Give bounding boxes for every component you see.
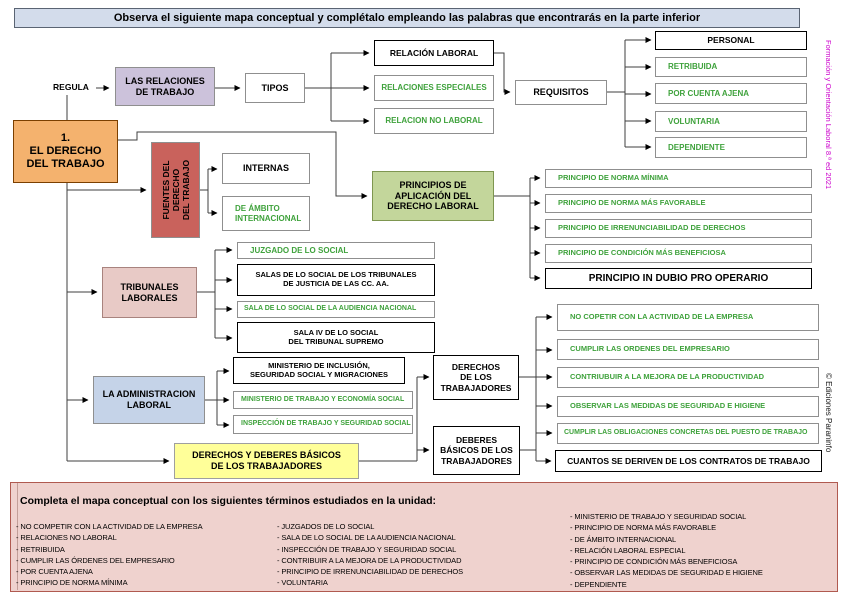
node-fuentes-label: FUENTES DEL DERECHO DEL TRABAJO xyxy=(160,159,191,221)
node-principio-norma-mas-favorable: PRINCIPIO DE NORMA MÁS FAVORABLE xyxy=(545,194,812,213)
term: - DEPENDIENTE xyxy=(570,579,627,589)
node-voluntaria: VOLUNTARIA xyxy=(655,111,807,132)
panel-divider-line xyxy=(17,483,18,590)
term: - VOLUNTARIA xyxy=(277,578,328,588)
term: - POR CUENTA AJENA xyxy=(16,567,93,577)
node-internas: INTERNAS xyxy=(222,153,310,184)
node-deberes-basicos-trabajadores: DEBERES BÁSICOS DE LOS TRABAJADORES xyxy=(433,426,520,475)
node-administracion-laboral: LA ADMINISTRACION LABORAL xyxy=(93,376,205,424)
term: - PRINCIPIO DE IRRENUNCIABILIDAD DE DERE… xyxy=(277,567,464,577)
word-bank-title: Completa el mapa conceptual con los sigu… xyxy=(20,495,437,507)
node-cumplir-obligaciones-puesto: CUMPLIR LAS OBLIGACIONES CONCRETAS DEL P… xyxy=(557,423,819,444)
node-salas-tribunales-ccaa: SALAS DE LO SOCIAL DE LOS TRIBUNALES DE … xyxy=(237,264,435,296)
term: - PRINCIPIO DE NORMA MÍNIMA xyxy=(16,578,128,588)
node-principio-in-dubio-pro-operario: PRINCIPIO IN DUBIO PRO OPERARIO xyxy=(545,268,812,289)
node-ministerio-trabajo-economia: MINISTERIO DE TRABAJO Y ECONOMÍA SOCIAL xyxy=(233,391,413,409)
node-cuantos-se-deriven: CUANTOS SE DERIVEN DE LOS CONTRATOS DE T… xyxy=(555,450,822,472)
node-contribuir-productividad: CONTRIUBUIR A LA MEJORA DE LA PRODUCTIVI… xyxy=(557,367,819,388)
node-sala-audiencia-nacional: SALA DE LO SOCIAL DE LA AUDIENCIA NACION… xyxy=(237,301,435,318)
word-bank-column-2: - JUZGADOS DE LO SOCIAL - SALA DE LO SOC… xyxy=(277,521,463,589)
node-principio-irrenunciabilidad: PRINCIPIO DE IRRENUNCIABILIDAD DE DERECH… xyxy=(545,219,812,238)
node-retribuida: RETRIBUIDA xyxy=(655,57,807,77)
term: - CUMPLIR LAS ÓRDENES DEL EMPRESARIO xyxy=(16,555,175,565)
node-fuentes-del-derecho: FUENTES DEL DERECHO DEL TRABAJO xyxy=(151,142,200,238)
node-derechos-y-deberes-basicos: DERECHOS Y DEBERES BÁSICOS DE LOS TRABAJ… xyxy=(174,443,359,479)
node-tipos: TIPOS xyxy=(245,73,305,103)
publisher-vertical-text: © Ediciones Paraninfo xyxy=(824,373,833,453)
term: - RETRIBUIDA xyxy=(16,544,65,554)
node-las-relaciones-de-trabajo: LAS RELACIONES DE TRABAJO xyxy=(115,67,215,106)
term: - INSPECCIÓN DE TRABAJO Y SEGURIDAD SOCI… xyxy=(277,544,457,554)
node-requisitos: REQUISITOS xyxy=(515,80,607,105)
node-relaciones-especiales: RELACIONES ESPECIALES xyxy=(374,75,494,101)
term: - OBSERVAR LAS MEDIDAS DE SEGURIDAD E HI… xyxy=(570,568,763,578)
term: - CONTRIBUIR A LA MEJORA DE LA PRODUCTIV… xyxy=(277,555,462,565)
node-principios-de-aplicacion: PRINCIPIOS DE APLICACIÓN DEL DERECHO LAB… xyxy=(372,171,494,221)
node-principio-condicion-beneficiosa: PRINCIPIO DE CONDICIÓN MÁS BENEFICIOSA xyxy=(545,244,812,263)
term: - NO COMPETIR CON LA ACTIVIDAD DE LA EMP… xyxy=(16,522,203,531)
node-el-derecho-del-trabajo: 1. EL DERECHO DEL TRABAJO xyxy=(13,120,118,183)
instruction-banner: Observa el siguiente mapa conceptual y c… xyxy=(14,8,800,28)
node-principio-norma-minima: PRINCIPIO DE NORMA MÍNIMA xyxy=(545,169,812,188)
term: - RELACIONES NO LABORAL xyxy=(16,533,117,543)
node-no-competir-actividad: NO COPETIR CON LA ACTIVIDAD DE LA EMPRES… xyxy=(557,304,819,331)
node-tribunales-laborales: TRIBUNALES LABORALES xyxy=(102,267,197,318)
node-relacion-no-laboral: RELACION NO LABORAL xyxy=(374,108,494,134)
node-dependiente: DEPENDIENTE xyxy=(655,137,807,158)
term: - PRINCIPIO DE CONDICIÓN MÁS BENEFICIOSA xyxy=(570,557,738,567)
node-relacion-laboral: RELACIÓN LABORAL xyxy=(374,40,494,66)
label-regula: REGULA xyxy=(53,82,89,93)
node-cumplir-ordenes: CUMPLIR LAS ORDENES DEL EMPRESARIO xyxy=(557,339,819,360)
node-ministerio-inclusion: MINISTERIO DE INCLUSIÓN, SEGURIDAD SOCIA… xyxy=(233,357,405,384)
term: - DE ÁMBITO INTERNACIONAL xyxy=(570,534,677,544)
term: - PRINCIPIO DE NORMA MÁS FAVORABLE xyxy=(570,523,717,533)
term: - MINISTERIO DE TRABAJO Y SEGURIDAD SOCI… xyxy=(570,512,747,521)
term: - RELACIÓN LABORAL ESPECIAL xyxy=(570,545,686,555)
node-derechos-de-los-trabajadores: DERECHOS DE LOS TRABAJADORES xyxy=(433,355,519,400)
node-de-ambito-internacional: DE ÁMBITO INTERNACIONAL xyxy=(222,196,310,231)
node-observar-medidas-seguridad: OBSERVAR LAS MEDIDAS DE SEGURIDAD E HIGI… xyxy=(557,396,819,417)
node-juzgado-de-lo-social: JUZGADO DE LO SOCIAL xyxy=(237,242,435,259)
word-bank-column-1: - NO COMPETIR CON LA ACTIVIDAD DE LA EMP… xyxy=(16,521,203,589)
node-personal: PERSONAL xyxy=(655,31,807,50)
node-por-cuenta-ajena: POR CUENTA AJENA xyxy=(655,83,807,104)
edition-vertical-text: Formación y Orientación Laboral 8.ª ed 2… xyxy=(824,40,833,190)
term: - SALA DE LO SOCIAL DE LA AUDIENCIA NACI… xyxy=(277,533,456,543)
word-bank-panel xyxy=(10,482,838,592)
word-bank-column-3: - MINISTERIO DE TRABAJO Y SEGURIDAD SOCI… xyxy=(570,511,763,590)
node-inspeccion-trabajo: INSPECCIÓN DE TRABAJO Y SEGURIDAD SOCIAL xyxy=(233,415,413,434)
node-sala-iv-tribunal-supremo: SALA IV DE LO SOCIAL DEL TRIBUNAL SUPREM… xyxy=(237,322,435,353)
term: - JUZGADOS DE LO SOCIAL xyxy=(277,522,375,531)
